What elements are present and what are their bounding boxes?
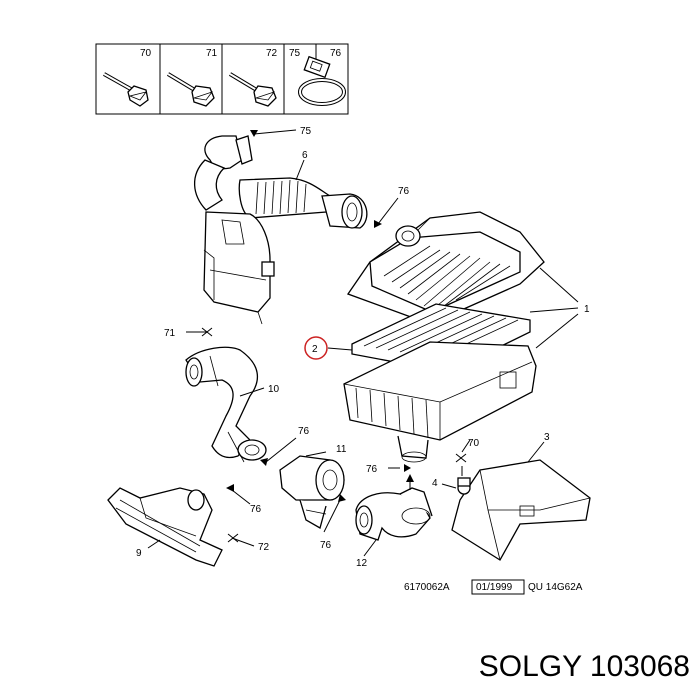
box-label-76: 76 <box>330 48 342 59</box>
reference-code: 6170062A <box>404 582 450 593</box>
air-filter-housing <box>343 341 537 463</box>
bolt-icon <box>228 72 277 107</box>
leader-lines <box>147 129 579 557</box>
upper-air-hose <box>193 135 368 325</box>
label-9: 9 <box>136 548 142 559</box>
label-76: 76 <box>398 186 410 197</box>
box-label-70: 70 <box>140 48 152 59</box>
elbow-hose <box>355 487 433 541</box>
fastener-boxes: 70 71 72 75 76 <box>95 43 349 115</box>
label-72: 72 <box>258 542 270 553</box>
label-12: 12 <box>356 558 368 569</box>
part-labels: 75 6 76 1 71 2 10 76 11 70 3 76 4 76 9 7… <box>136 126 590 569</box>
box-label-75: 75 <box>289 48 301 59</box>
label-1: 1 <box>584 304 590 315</box>
reference-date: 01/1999 <box>476 582 513 593</box>
resonator-part <box>279 455 345 529</box>
label-10: 10 <box>268 384 280 395</box>
brand-part-number: SOLGY 103068 <box>479 650 690 683</box>
label-76: 76 <box>366 464 378 475</box>
box-label-72: 72 <box>266 48 278 59</box>
highlight-circle <box>304 336 328 360</box>
lower-hose <box>185 346 267 463</box>
label-70: 70 <box>468 438 480 449</box>
label-6: 6 <box>302 150 308 161</box>
label-71: 71 <box>164 328 176 339</box>
reference-qu: QU 14G62A <box>528 582 583 593</box>
label-2: 2 <box>312 344 318 355</box>
label-75: 75 <box>300 126 312 137</box>
label-76: 76 <box>298 426 310 437</box>
label-3: 3 <box>544 432 550 443</box>
intake-duct <box>107 487 223 567</box>
reference-line: 6170062A 01/1999 QU 14G62A <box>404 579 583 595</box>
label-4: 4 <box>432 478 438 489</box>
label-76: 76 <box>320 540 332 551</box>
label-76: 76 <box>250 504 262 515</box>
bolt-icon <box>166 72 215 107</box>
air-filter-cover <box>346 211 545 325</box>
hose-clamp-icon <box>298 55 346 106</box>
bracket-part <box>451 459 591 561</box>
box-label-71: 71 <box>206 48 218 59</box>
label-11: 11 <box>336 444 347 455</box>
filter-element <box>304 303 531 373</box>
bolt-icon <box>103 72 149 107</box>
